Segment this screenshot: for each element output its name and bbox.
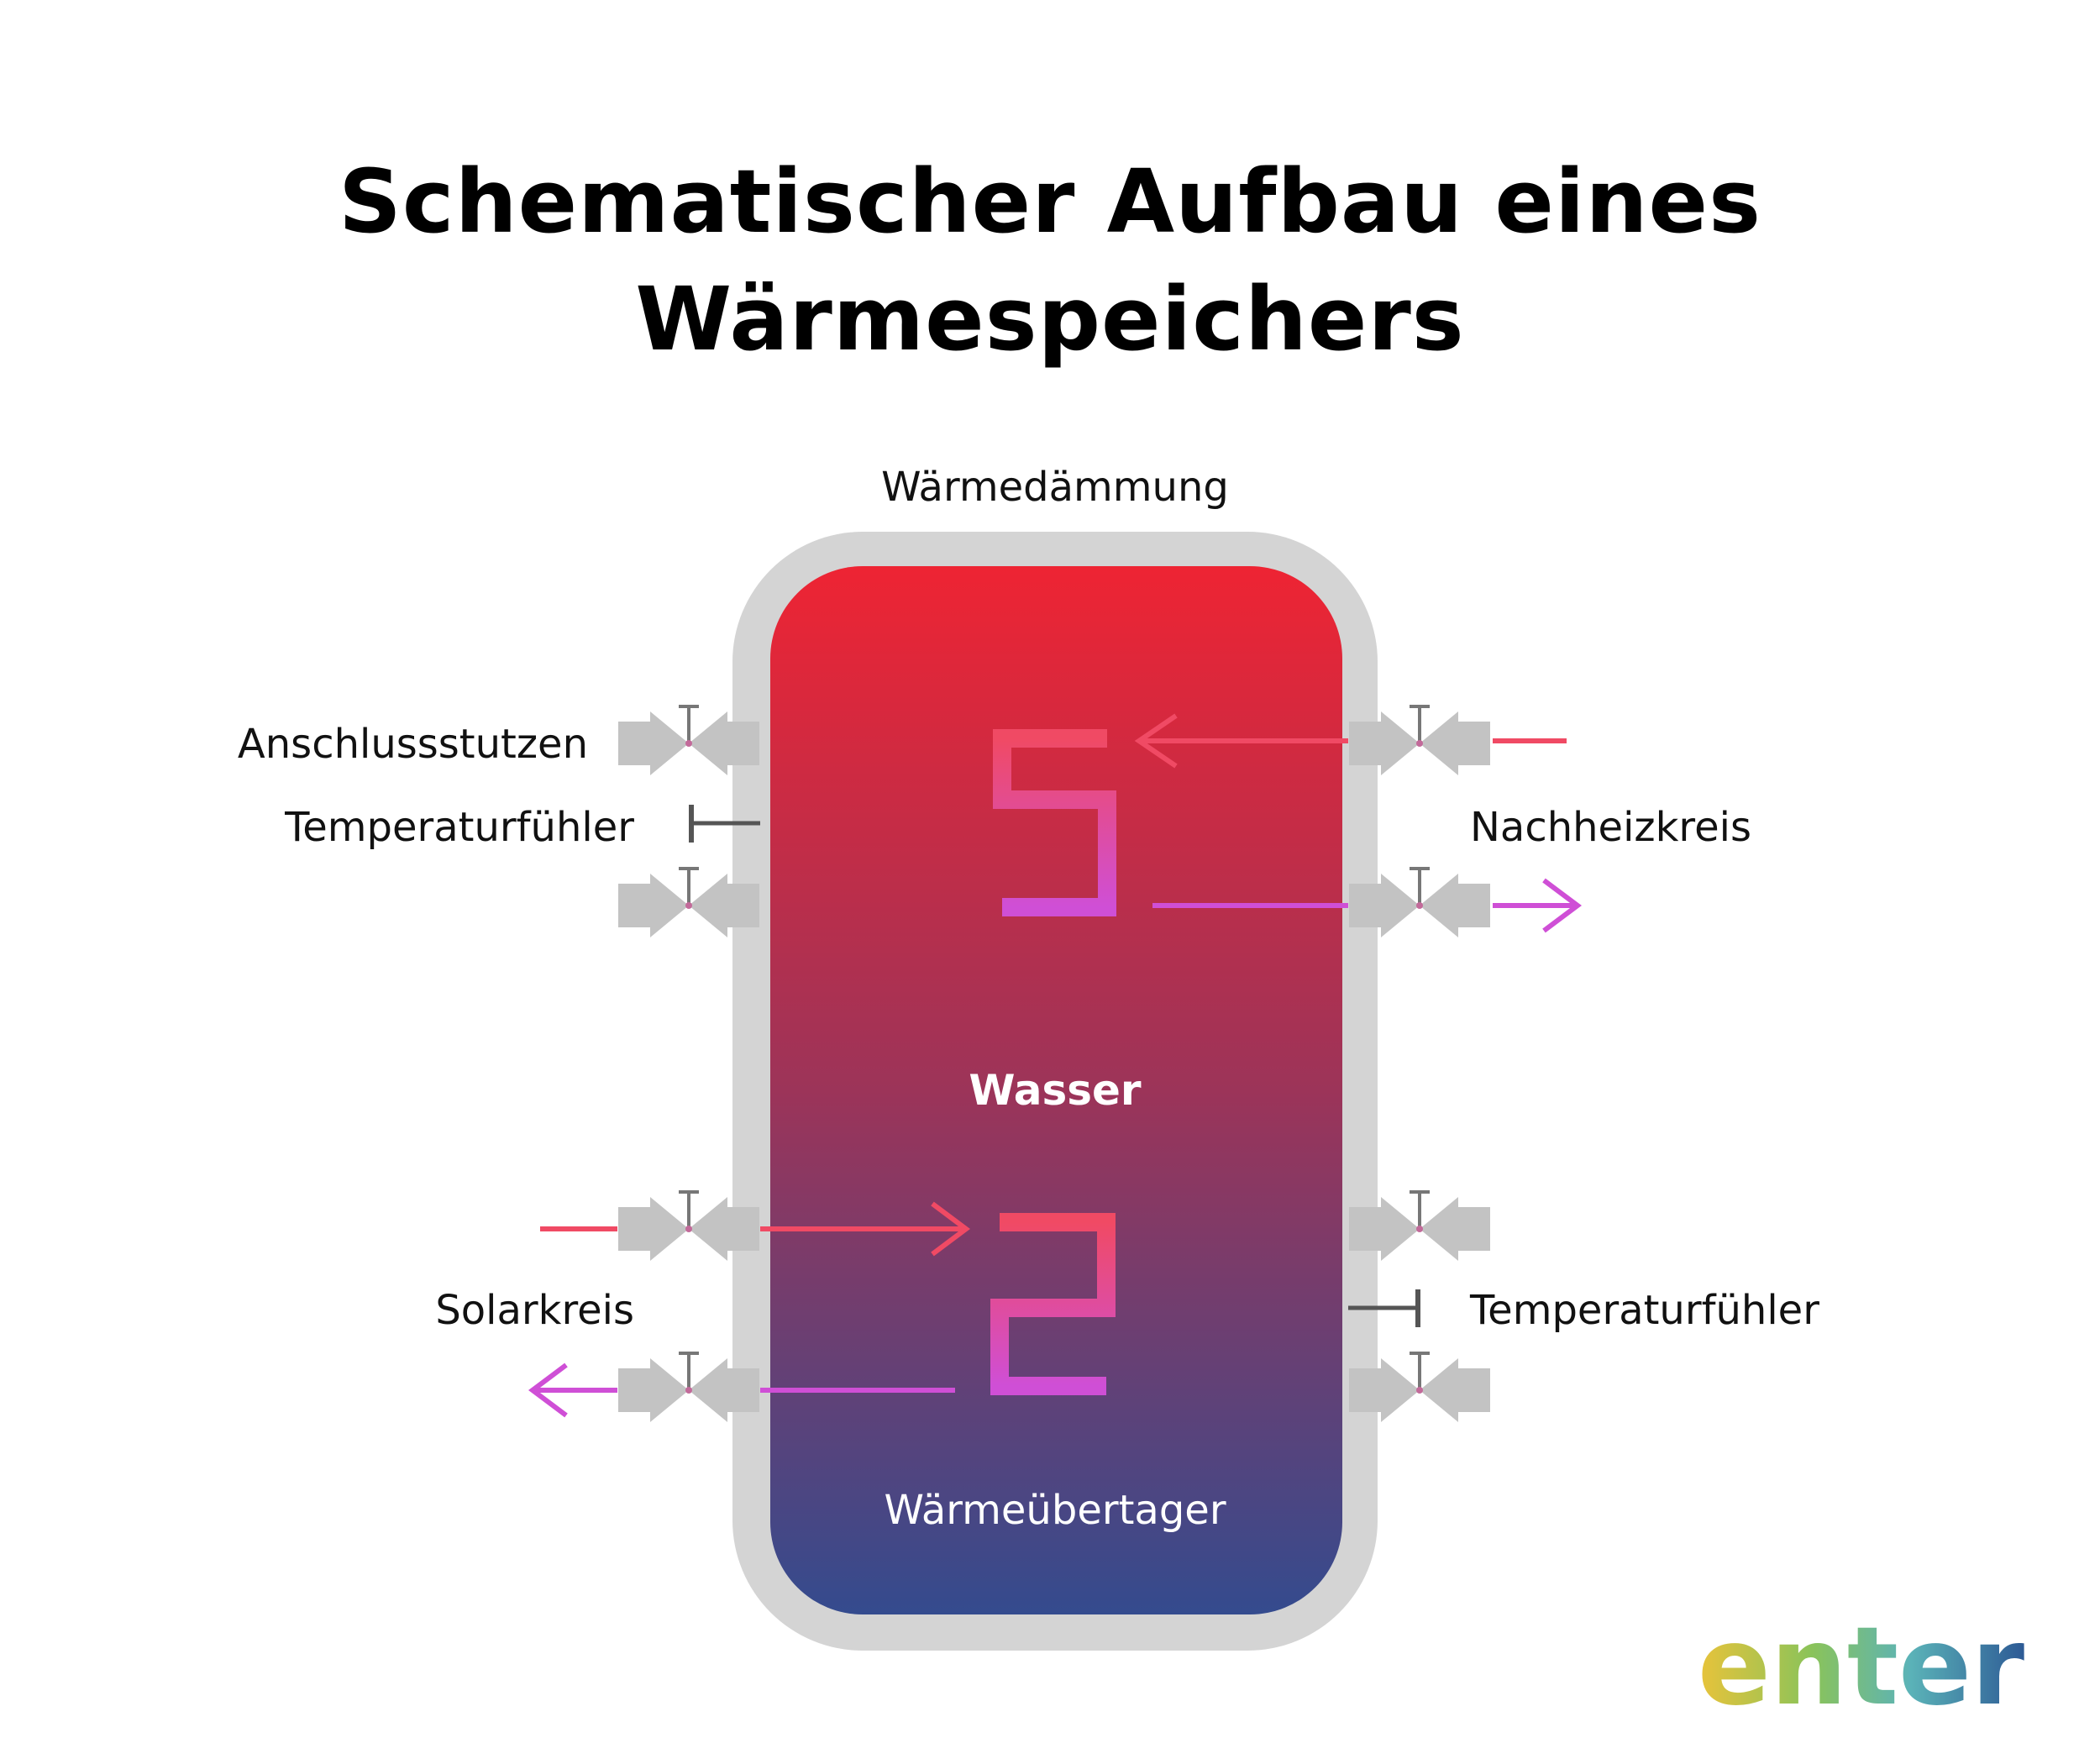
temperature-sensor-right-label: Temperaturfühler xyxy=(1470,1287,1819,1334)
reheat-circuit-label: Nachheizkreis xyxy=(1470,804,1751,851)
temperature-sensor-left xyxy=(689,805,760,843)
water-label: Wasser xyxy=(969,1066,1142,1115)
solar-outflow-arrow xyxy=(528,1362,568,1418)
heat-exchanger-label: Wärmeübertager xyxy=(884,1487,1226,1534)
title-line-1: Schematischer Aufbau eines xyxy=(339,150,1761,253)
page-title: Schematischer Aufbau eines Wärmespeicher… xyxy=(0,143,2100,378)
title-line-2: Wärmespeichers xyxy=(635,268,1465,370)
temperature-sensor-right xyxy=(1348,1289,1420,1327)
connection-label: Anschlussstutzen xyxy=(237,721,588,768)
solar-circuit-label: Solarkreis xyxy=(435,1287,634,1334)
water-tank xyxy=(770,566,1342,1614)
solar-inflow-arrow xyxy=(931,1201,970,1257)
reheat-outflow-arrow xyxy=(1542,878,1582,933)
insulation-label: Wärmedämmung xyxy=(881,464,1229,511)
reheat-coil xyxy=(993,729,1116,916)
solar-coil xyxy=(990,1213,1116,1395)
enter-logo: enter xyxy=(1698,1604,2024,1730)
temperature-sensor-left-label: Temperaturfühler xyxy=(285,804,634,851)
reheat-inflow-arrow xyxy=(1134,713,1178,769)
